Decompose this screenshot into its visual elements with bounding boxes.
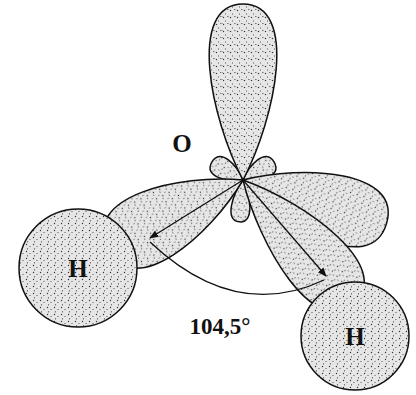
hydrogen-atom: H	[300, 281, 410, 391]
atom-outline	[19, 209, 137, 327]
orbital-lobe	[209, 4, 277, 180]
bond-angle	[150, 180, 326, 294]
bond-axis-arrow	[150, 180, 243, 238]
atom-symbol: O	[172, 131, 191, 156]
atom-outline	[301, 282, 409, 390]
bond-axis-arrow	[243, 180, 326, 276]
hydrogen-atom: H	[18, 208, 138, 328]
atom-symbol: H	[345, 324, 364, 349]
angle-value: 104,5°	[190, 315, 251, 338]
angle-arc	[150, 242, 324, 294]
atom-symbol: H	[68, 256, 87, 281]
orbital-lobes	[91, 4, 396, 325]
